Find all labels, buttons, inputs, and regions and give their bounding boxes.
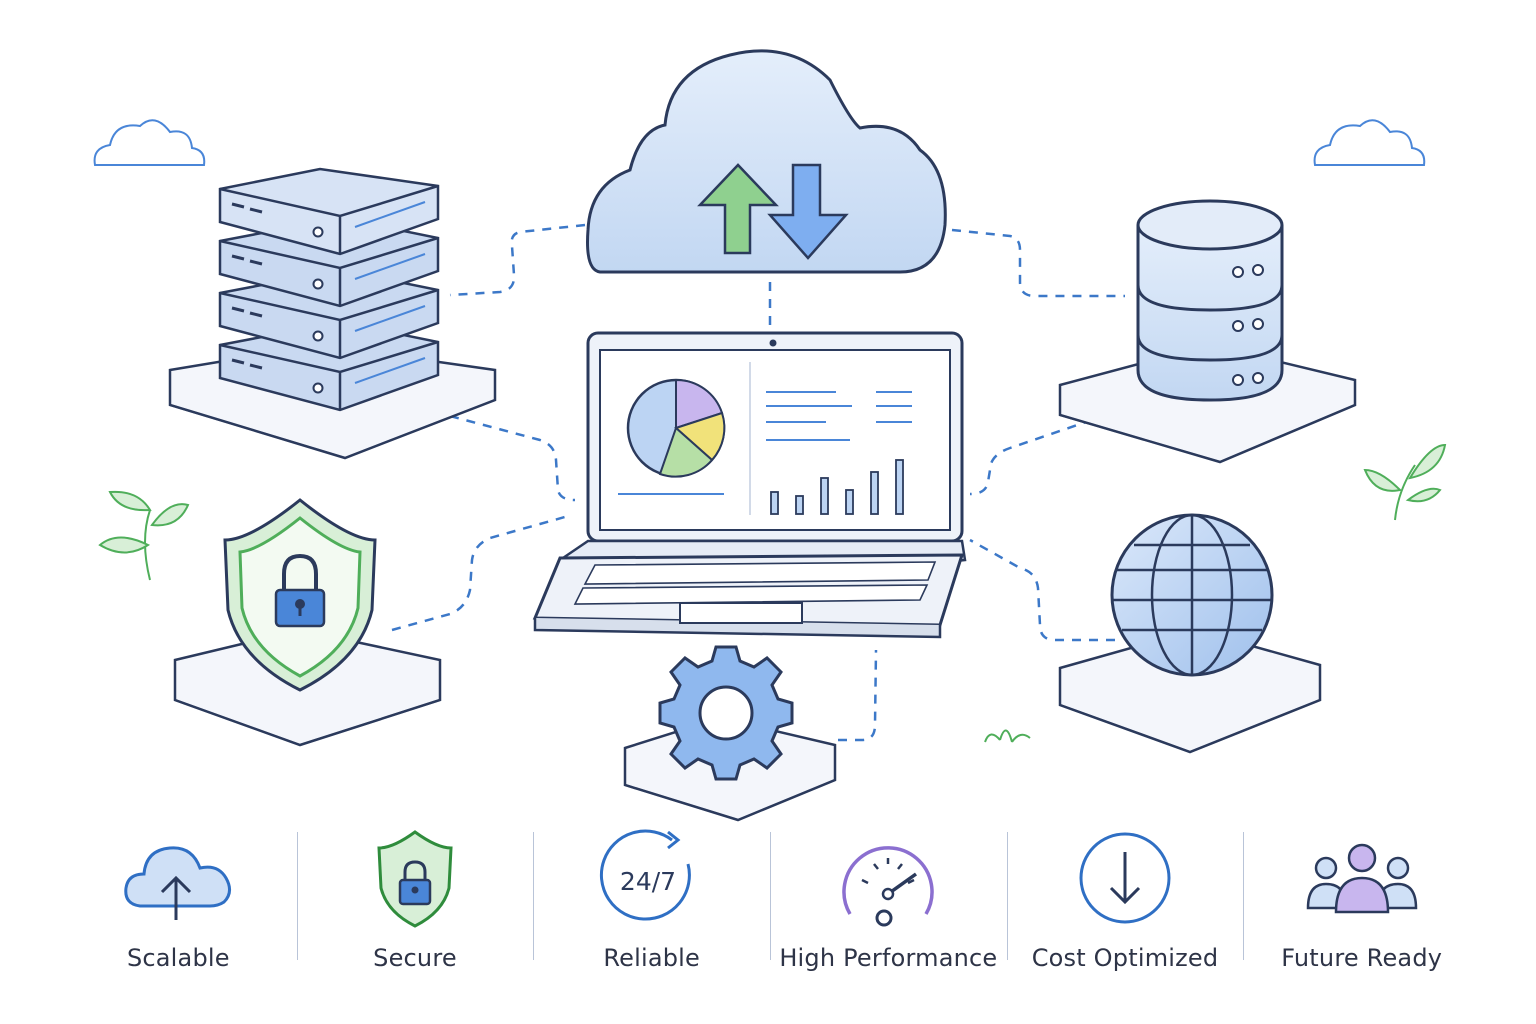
gear-icon xyxy=(625,647,835,820)
feature-high-performance: High Performance xyxy=(770,820,1007,980)
feature-strip: Scalable Secure 24/7 Reliable High Perfo… xyxy=(60,820,1480,990)
feature-label: Reliable xyxy=(603,944,700,972)
globe-icon xyxy=(1060,515,1320,752)
feature-label: Future Ready xyxy=(1281,944,1442,972)
database-icon xyxy=(1060,201,1355,462)
connector-cloud-database xyxy=(952,230,1125,296)
plant-right-icon xyxy=(1365,445,1445,520)
decor-cloud-right-icon xyxy=(1315,120,1425,165)
feature-scalable: Scalable xyxy=(60,820,297,980)
connector-cloud-server xyxy=(450,225,585,295)
clock-24-7-icon: 24/7 xyxy=(592,828,712,928)
feature-label: Scalable xyxy=(127,944,230,972)
shield-lock-icon xyxy=(355,828,475,928)
cloud-sync-icon xyxy=(588,51,946,272)
connector-globe-laptop xyxy=(970,540,1115,640)
speedometer-icon xyxy=(828,828,948,928)
feature-label: Cost Optimized xyxy=(1032,944,1219,972)
connector-database-laptop xyxy=(970,420,1092,494)
connector-server-laptop xyxy=(450,416,575,500)
feature-cost-optimized: Cost Optimized xyxy=(1007,820,1244,980)
feature-label: High Performance xyxy=(779,944,997,972)
laptop-dashboard-icon xyxy=(535,333,965,637)
server-rack-icon xyxy=(170,169,495,458)
feature-reliable: 24/7 Reliable xyxy=(533,820,770,980)
decor-cloud-left-icon xyxy=(95,120,205,165)
grass-tuft-icon xyxy=(985,730,1030,742)
feature-secure: Secure xyxy=(297,820,534,980)
clock-24-7-text: 24/7 xyxy=(620,867,676,896)
cloud-upload-icon xyxy=(118,828,238,928)
plant-left-icon xyxy=(100,492,188,580)
feature-future-ready: Future Ready xyxy=(1243,820,1480,980)
download-circle-icon xyxy=(1065,828,1185,928)
feature-label: Secure xyxy=(373,944,457,972)
users-group-icon xyxy=(1302,828,1422,928)
connector-gear-laptop xyxy=(838,650,876,740)
shield-lock-icon xyxy=(175,500,440,745)
